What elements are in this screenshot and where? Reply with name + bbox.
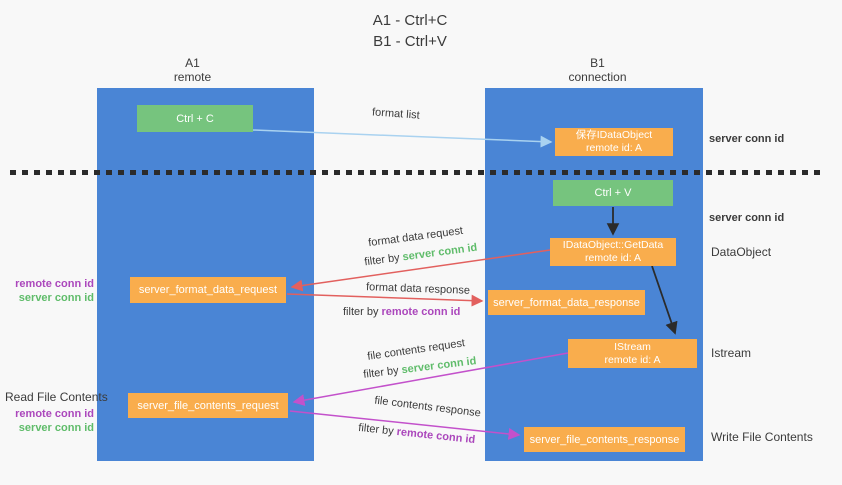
left-column-header: A1 remote bbox=[130, 56, 255, 84]
left-column-subtitle: remote bbox=[173, 70, 212, 84]
diagram-title: A1 - Ctrl+C B1 - Ctrl+V bbox=[310, 10, 510, 52]
idataobject-getdata-node: IDataObject::GetData remote id: A bbox=[550, 238, 676, 266]
ctrl-c-node: Ctrl + C bbox=[137, 105, 253, 132]
filter-by-text: filter by bbox=[343, 306, 379, 318]
istream-line1: IStream bbox=[614, 340, 651, 353]
remote-conn-id-annotation: remote conn id bbox=[15, 278, 94, 290]
istream-line2: remote id: A bbox=[604, 353, 661, 366]
remote-conn-id-text: remote conn id bbox=[381, 306, 461, 318]
server-file-contents-response-label: server_file_contents_response bbox=[529, 433, 680, 446]
server-conn-id-text: server conn id bbox=[709, 212, 785, 224]
filter-by-text: filter by bbox=[362, 364, 400, 381]
left-conn-id-pair-2: remote conn id server conn id bbox=[10, 407, 94, 435]
server-conn-id-text: server conn id bbox=[400, 355, 477, 377]
ctrl-v-label: Ctrl + V bbox=[594, 187, 632, 199]
server-format-data-response-node: server_format_data_response bbox=[488, 290, 645, 315]
save-idataobject-node: 保存IDataObject remote id: A bbox=[555, 128, 673, 156]
idataobject-getdata-line2: remote id: A bbox=[584, 252, 642, 264]
format-data-response-filter-label: filter by remote conn id bbox=[343, 306, 460, 319]
ctrl-v-node: Ctrl + V bbox=[553, 180, 673, 206]
server-format-data-request-label: server_format_data_request bbox=[138, 284, 278, 296]
file-contents-response-label: file contents response bbox=[374, 395, 482, 421]
left-column-title: A1 bbox=[185, 56, 200, 70]
right-column-subtitle: connection bbox=[568, 70, 627, 84]
dataobject-label: DataObject bbox=[711, 245, 771, 259]
server-format-data-response-label: server_format_data_response bbox=[493, 296, 640, 309]
istream-node: IStream remote id: A bbox=[568, 339, 697, 368]
server-conn-id-mid-label: server conn id bbox=[709, 211, 784, 225]
server-file-contents-request-node: server_file_contents_request bbox=[128, 393, 288, 418]
idataobject-getdata-line1: IDataObject::GetData bbox=[562, 239, 664, 251]
dotted-divider-line bbox=[10, 170, 823, 175]
filter-by-text: filter by bbox=[357, 421, 395, 438]
server-conn-id-annotation: server conn id bbox=[18, 422, 94, 434]
write-file-contents-text: Write File Contents bbox=[711, 430, 813, 444]
server-conn-id-text: server conn id bbox=[709, 133, 785, 145]
format-data-response-text: format data response bbox=[365, 281, 471, 297]
remote-conn-id-text: remote conn id bbox=[396, 425, 476, 447]
dataobject-text: DataObject bbox=[711, 245, 772, 259]
server-format-data-request-node: server_format_data_request bbox=[130, 277, 286, 303]
read-file-contents-text: Read File Contents bbox=[5, 390, 108, 404]
istream-side-label: Istream bbox=[711, 346, 751, 360]
server-conn-id-top-label: server conn id bbox=[709, 132, 784, 146]
remote-conn-id-annotation: remote conn id bbox=[15, 408, 94, 420]
istream-text: Istream bbox=[711, 346, 752, 360]
file-contents-response-text: file contents response bbox=[373, 394, 482, 420]
title-line-1: A1 - Ctrl+C bbox=[372, 12, 448, 29]
ctrl-c-label: Ctrl + C bbox=[176, 112, 214, 125]
save-idataobject-line1: 保存IDataObject bbox=[575, 129, 653, 141]
filter-by-text: filter by bbox=[363, 251, 401, 269]
right-column-header: B1 connection bbox=[485, 56, 710, 84]
server-file-contents-response-node: server_file_contents_response bbox=[524, 427, 685, 452]
file-contents-response-filter-label: filter by remote conn id bbox=[358, 422, 476, 447]
server-conn-id-annotation: server conn id bbox=[18, 292, 94, 304]
right-column-title: B1 bbox=[590, 56, 605, 70]
format-list-label: format list bbox=[372, 106, 420, 122]
server-conn-id-text: server conn id bbox=[401, 241, 478, 264]
read-file-contents-label: Read File Contents bbox=[5, 390, 108, 404]
write-file-contents-label: Write File Contents bbox=[711, 430, 813, 444]
title-line-2: B1 - Ctrl+V bbox=[373, 33, 447, 50]
save-idataobject-line2: remote id: A bbox=[585, 142, 643, 154]
server-file-contents-request-label: server_file_contents_request bbox=[137, 399, 279, 412]
left-conn-id-pair-1: remote conn id server conn id bbox=[10, 277, 94, 305]
format-list-text: format list bbox=[371, 106, 421, 122]
format-data-response-label: format data response bbox=[366, 281, 470, 298]
